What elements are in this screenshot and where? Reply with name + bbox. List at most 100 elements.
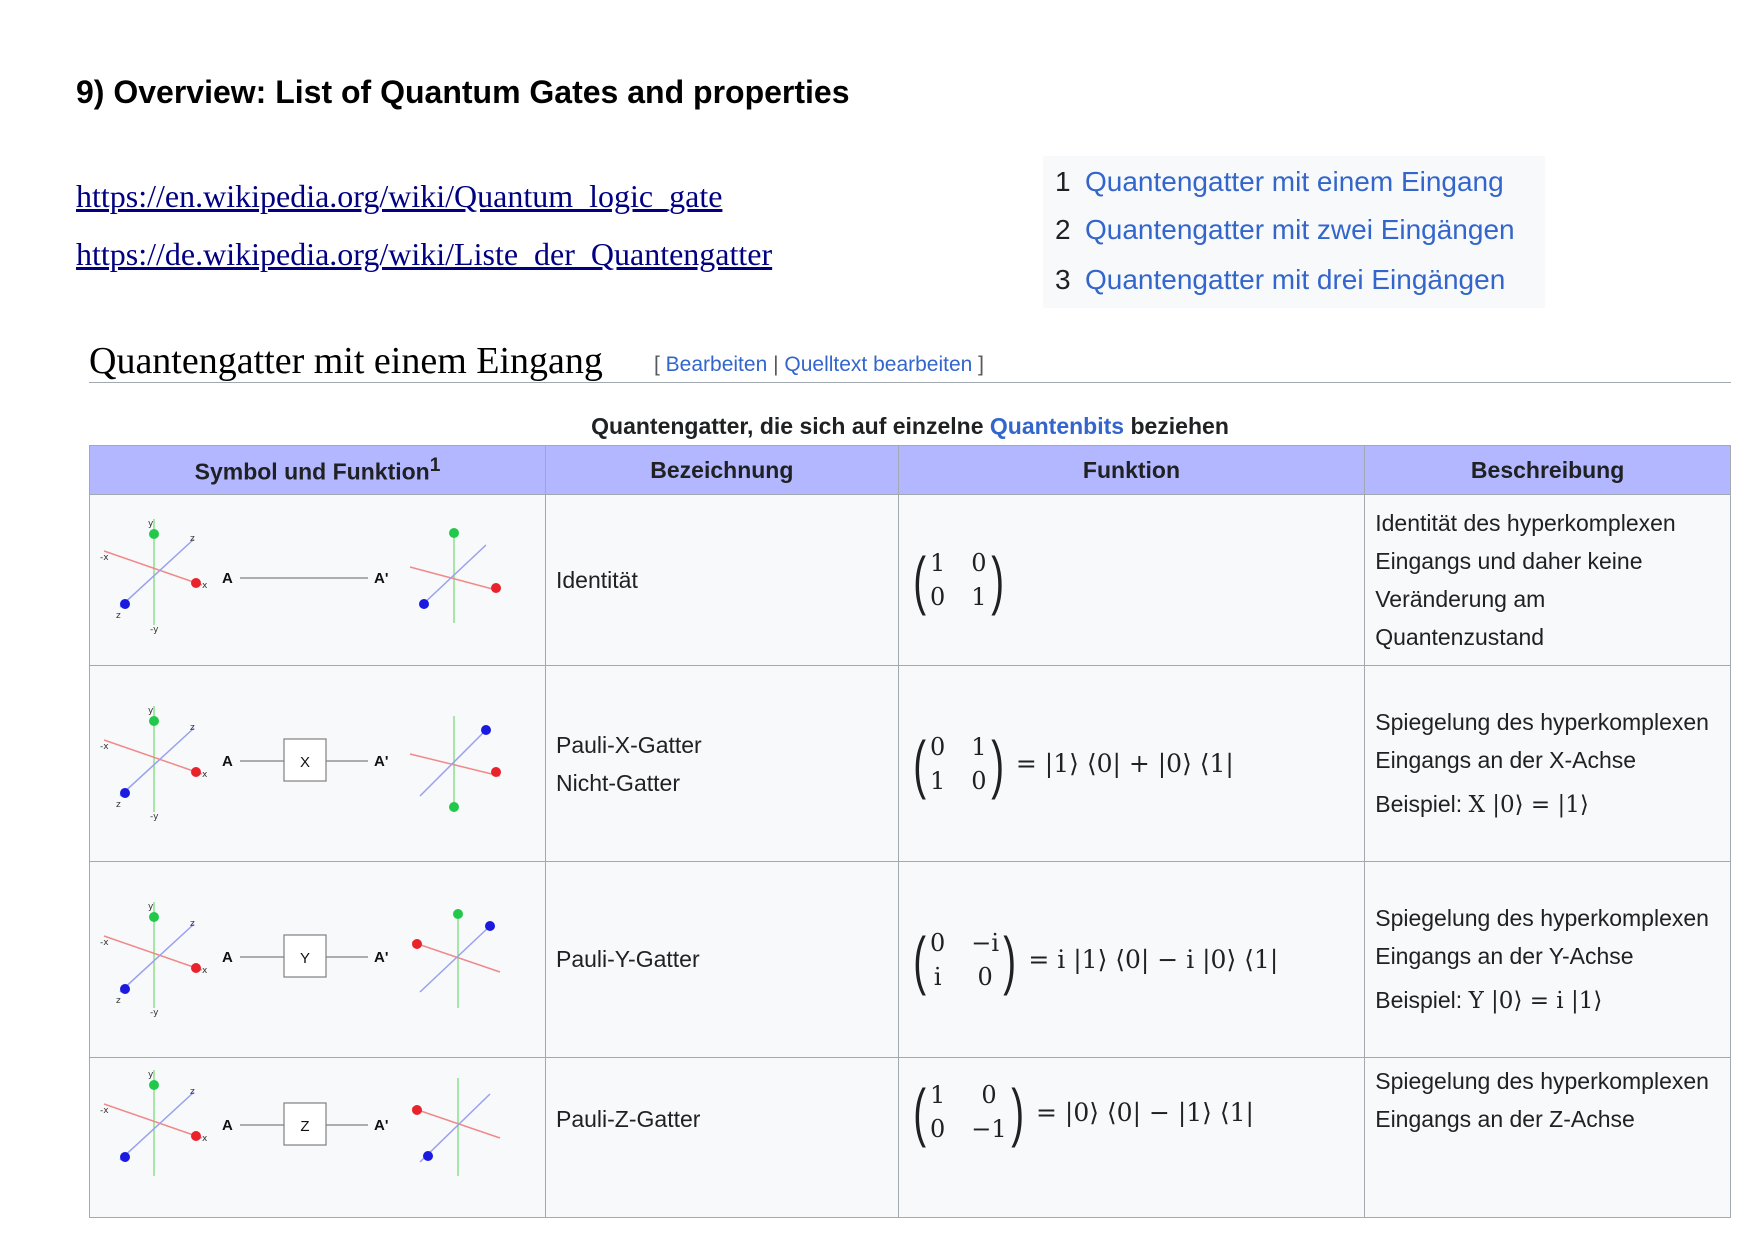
header-function: Funktion: [897, 445, 1366, 495]
gate-diagram-z: y z x -x A Z A': [100, 1070, 501, 1176]
svg-text:-y: -y: [150, 812, 159, 822]
gate-example: Beispiel: X |0⟩ = |1⟩: [1375, 791, 1589, 818]
header-footnote[interactable]: 1: [429, 454, 441, 476]
toc-number: 1: [1055, 166, 1071, 197]
gate-description: Spiegelung des hyperkomplexen Eingangs a…: [1375, 1068, 1709, 1132]
toc-label: Quantengatter mit einem Eingang: [1085, 166, 1504, 197]
gate-name: Pauli-Z-Gatter: [556, 1106, 701, 1132]
svg-text:-x: -x: [100, 1106, 109, 1116]
gate-description-cell: Spiegelung des hyperkomplexen Eingangs a…: [1364, 1057, 1731, 1218]
gate-example: Beispiel: Y |0⟩ = i |1⟩: [1375, 987, 1603, 1014]
table-caption: Quantengatter, die sich auf einzelne Qua…: [89, 413, 1731, 440]
edit-source-link[interactable]: Quelltext bearbeiten: [784, 353, 973, 376]
svg-text:-x: -x: [100, 938, 109, 948]
svg-text:z: z: [116, 611, 121, 621]
quantum-gates-table: Symbol und Funktion1 Bezeichnung Funktio…: [89, 445, 1731, 1218]
paren-left: (: [912, 923, 926, 996]
svg-text:y: y: [148, 1070, 154, 1080]
table-of-contents: 1 Quantengatter mit einem Eingang 2 Quante…: [1043, 156, 1545, 308]
gate-diagram-identity: y z x z -x -y A A': [100, 519, 501, 635]
svg-text:A': A': [374, 753, 388, 770]
edit-bracket-open: [: [654, 353, 666, 376]
svg-text:z: z: [190, 919, 195, 929]
toc-number: 2: [1055, 214, 1071, 245]
paren-left: (: [912, 727, 926, 800]
svg-text:-y: -y: [150, 625, 159, 635]
svg-text:z: z: [190, 1087, 195, 1097]
svg-text:y: y: [148, 706, 154, 716]
svg-text:z: z: [116, 800, 121, 810]
svg-text:X: X: [300, 754, 310, 771]
section-title: Quantengatter mit einem Eingang: [89, 340, 603, 382]
section-edit-links: [ Bearbeiten | Quelltext bearbeiten ]: [654, 353, 984, 377]
svg-text:z: z: [190, 534, 195, 544]
edit-bracket-close: ]: [972, 353, 985, 376]
edit-separator: |: [767, 353, 785, 376]
svg-text:A: A: [222, 753, 233, 770]
gate-name: Pauli-Y-Gatter: [556, 946, 700, 972]
toc-label: Quantengatter mit zwei Eingängen: [1085, 214, 1515, 245]
gate-name: Identität: [556, 566, 638, 593]
gate-function-expression: = |0⟩ ⟨0| − |1⟩ ⟨1|: [1036, 1097, 1254, 1127]
svg-text:y: y: [148, 519, 154, 529]
header-description: Beschreibung: [1364, 445, 1731, 495]
paren-right: ): [990, 544, 1004, 616]
svg-text:A: A: [222, 949, 233, 966]
edit-link[interactable]: Bearbeiten: [665, 353, 768, 376]
gate-function-expression: = |1⟩ ⟨0| + |0⟩ ⟨1|: [1015, 749, 1234, 778]
quantenbits-link[interactable]: Quantenbits: [989, 413, 1125, 439]
toc-item-2[interactable]: 2 Quantengatter mit zwei Eingängen: [1055, 214, 1515, 246]
caption-text: Quantengatter, die sich auf einzelne: [591, 413, 990, 439]
svg-text:A': A': [374, 1117, 388, 1134]
gate-diagram-cell: y z x z -x -y A A': [89, 494, 546, 666]
header-symbol: Symbol und Funktion1: [89, 445, 546, 495]
svg-text:-x: -x: [100, 553, 109, 563]
toc-item-1[interactable]: 1 Quantengatter mit einem Eingang: [1055, 166, 1504, 198]
gate-diagram-y: y z x z -x -y A Y A': [100, 902, 501, 1018]
svg-text:A': A': [374, 949, 388, 966]
header-name: Bezeichnung: [545, 445, 899, 495]
svg-text:z: z: [116, 996, 121, 1006]
gate-description: Spiegelung des hyperkomplexen Eingangs a…: [1375, 905, 1709, 969]
svg-text:x: x: [202, 581, 208, 591]
paren-left: (: [912, 544, 926, 616]
svg-text:-x: -x: [100, 742, 109, 752]
link-en-wikipedia[interactable]: https://en.wikipedia.org/wiki/Quantum_lo…: [76, 178, 723, 214]
link-de-wikipedia[interactable]: https://de.wikipedia.org/wiki/Liste_der_…: [76, 236, 773, 272]
page-heading: 9) Overview: List of Quantum Gates and p…: [76, 74, 850, 110]
table-header-row: Symbol und Funktion1 Bezeichnung Funktio…: [89, 445, 1731, 495]
paren-right: ): [990, 727, 1004, 800]
paren-right: ): [1010, 1076, 1024, 1148]
caption-text: beziehen: [1124, 413, 1229, 439]
svg-text:z: z: [190, 723, 195, 733]
gate-diagram-x: y z x z -x -y A X A': [100, 706, 501, 822]
gate-name: Pauli-X-Gatter: [556, 731, 702, 758]
table-row: y z x z -x -y A X A': [89, 665, 1731, 862]
wikipedia-excerpt: Quantengatter mit einem Eingang [ Bearbe…: [89, 335, 1731, 1218]
gate-diagram-cell: y z x -x A Z A': [89, 1057, 546, 1218]
svg-text:Y: Y: [300, 950, 310, 967]
gate-description-cell: Identität des hyperkomplexen Eingangs un…: [1364, 494, 1731, 666]
gate-name-cell: Pauli-X-Gatter Nicht-Gatter: [545, 665, 899, 862]
gate-name-cell: Identität: [545, 494, 899, 666]
gate-diagram-cell: y z x z -x -y A Y A': [89, 861, 546, 1058]
svg-text:A: A: [222, 1117, 233, 1134]
svg-text:y: y: [148, 902, 154, 912]
gate-description: Spiegelung des hyperkomplexen Eingangs a…: [1375, 709, 1709, 773]
gate-diagram-cell: y z x z -x -y A X A': [89, 665, 546, 862]
gate-alt-name: Nicht-Gatter: [556, 769, 680, 796]
gate-description: Identität des hyperkomplexen Eingangs un…: [1375, 510, 1676, 650]
svg-text:-y: -y: [150, 1008, 159, 1018]
svg-text:A: A: [222, 570, 233, 587]
table-row: y z x -x A Z A' Pauli-Z-Gatter: [89, 1057, 1731, 1218]
paren-left: (: [912, 1076, 926, 1148]
